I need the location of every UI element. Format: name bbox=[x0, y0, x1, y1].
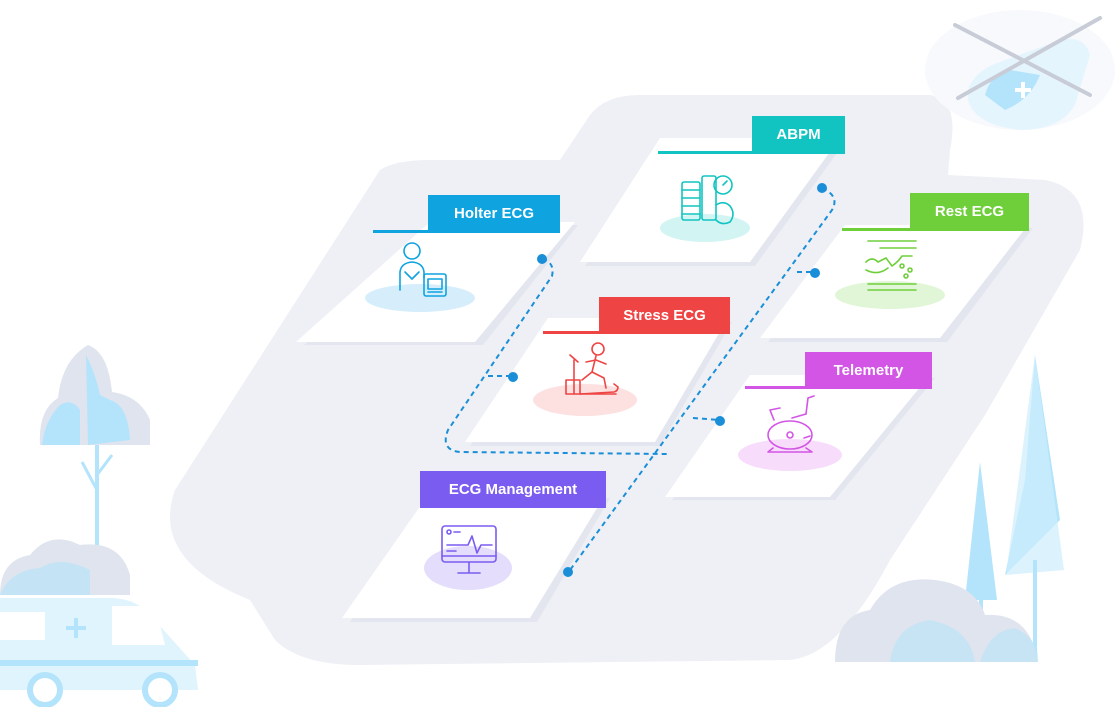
tree-icon bbox=[39, 345, 151, 555]
tiles bbox=[296, 138, 1033, 622]
telemetry-tile bbox=[665, 375, 930, 497]
connector-dots bbox=[508, 183, 827, 577]
tree-icon bbox=[965, 355, 1064, 660]
abpm-label: ABPM bbox=[752, 116, 845, 152]
telemetry-label: Telemetry bbox=[805, 352, 932, 388]
holter-ecg-underline bbox=[373, 230, 560, 233]
rest-ecg-recording-icon bbox=[865, 240, 917, 291]
stress-tile bbox=[465, 318, 728, 442]
helicopter-icon bbox=[925, 10, 1115, 130]
abpm-underline bbox=[658, 151, 845, 154]
holter-tile bbox=[296, 222, 575, 342]
exercise-bike-icon bbox=[767, 395, 815, 453]
stress-ecg-label: Stress ECG bbox=[599, 297, 730, 333]
icon-blobs bbox=[365, 214, 945, 590]
abpm-to-management-connector bbox=[567, 187, 836, 573]
abpm-tile bbox=[580, 138, 840, 262]
cloud-icon bbox=[0, 539, 130, 595]
patient-with-holter-monitor-icon bbox=[399, 242, 447, 297]
ecg-management-label: ECG Management bbox=[420, 471, 606, 507]
ecg-monitor-screen-icon bbox=[441, 525, 497, 574]
cloud-icon bbox=[835, 579, 1039, 662]
holter-ecg-label: Holter ECG bbox=[428, 195, 560, 231]
blood-pressure-monitor-icon bbox=[681, 175, 734, 225]
rest-ecg-underline bbox=[842, 228, 1029, 231]
treadmill-runner-icon bbox=[565, 342, 619, 395]
rest-ecg-label: Rest ECG bbox=[910, 193, 1029, 229]
ambulance-icon bbox=[0, 598, 198, 707]
holter-to-management-connector bbox=[444, 258, 669, 455]
